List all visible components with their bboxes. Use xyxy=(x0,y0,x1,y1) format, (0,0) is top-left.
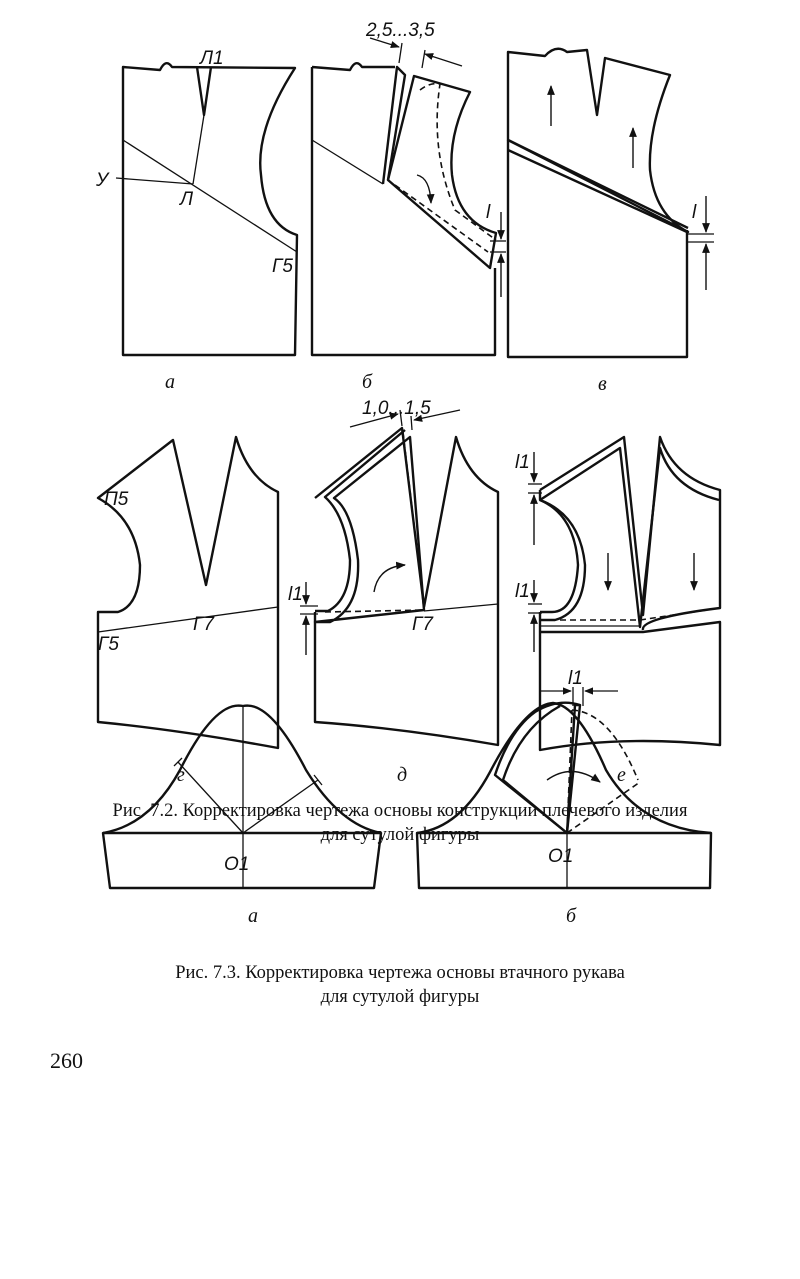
panel-label-v: в xyxy=(598,373,607,395)
caption-7-3-line2: для сутулой фигуры xyxy=(321,987,480,1007)
fig73-panel-label-a: а xyxy=(248,905,258,927)
dim-b-top: 2,5...3,5 xyxy=(365,20,435,41)
caption-7-2-line1: Рис. 7.2. Корректировка чертежа основы к… xyxy=(113,801,688,821)
dim-d-side: l1 xyxy=(288,584,303,605)
fig72-panel-b xyxy=(310,37,506,357)
point-G5-g: Г5 xyxy=(98,634,119,655)
dim-e-side: l1 xyxy=(515,581,530,602)
fig73-panel-b xyxy=(415,687,713,890)
page-number: 260 xyxy=(50,1048,83,1073)
panel-label-d: д xyxy=(397,764,407,786)
panel-label-g: г xyxy=(177,764,185,786)
point-L: Л xyxy=(178,189,194,210)
caption-7-3-line1: Рис. 7.3. Корректировка чертежа основы в… xyxy=(175,963,625,983)
point-L1: Л1 xyxy=(198,48,224,69)
fig72-panel-g xyxy=(96,435,280,750)
dim-7-3-b-top: l1 xyxy=(568,668,583,689)
panel-label-e: е xyxy=(617,764,626,786)
fig72-panel-v xyxy=(506,47,714,359)
point-P5: П5 xyxy=(104,489,129,510)
point-Y: У xyxy=(95,170,110,191)
fig72-panel-e xyxy=(528,435,722,752)
point-G5-a: Г5 xyxy=(272,256,293,277)
dim-d-top: 1,0...1,5 xyxy=(362,398,431,419)
fig73-panel-a xyxy=(101,704,383,890)
dim-e-top: l1 xyxy=(515,452,530,473)
caption-7-2-line2: для сутулой фигуры xyxy=(321,825,480,845)
dim-v-side: l xyxy=(692,202,697,223)
point-O1-b: O1 xyxy=(548,846,573,867)
fig72-panel-d xyxy=(300,409,500,747)
panel-label-b: б xyxy=(362,371,373,393)
point-G7-d: Г7 xyxy=(412,614,434,635)
fig73-panel-label-b: б xyxy=(566,905,577,927)
panel-label-a: а xyxy=(165,371,175,393)
fig72-panel-a xyxy=(115,62,299,357)
dim-b-side: l xyxy=(486,202,491,223)
point-G7-g: Г7 xyxy=(193,614,215,635)
point-O1-a: O1 xyxy=(224,854,249,875)
